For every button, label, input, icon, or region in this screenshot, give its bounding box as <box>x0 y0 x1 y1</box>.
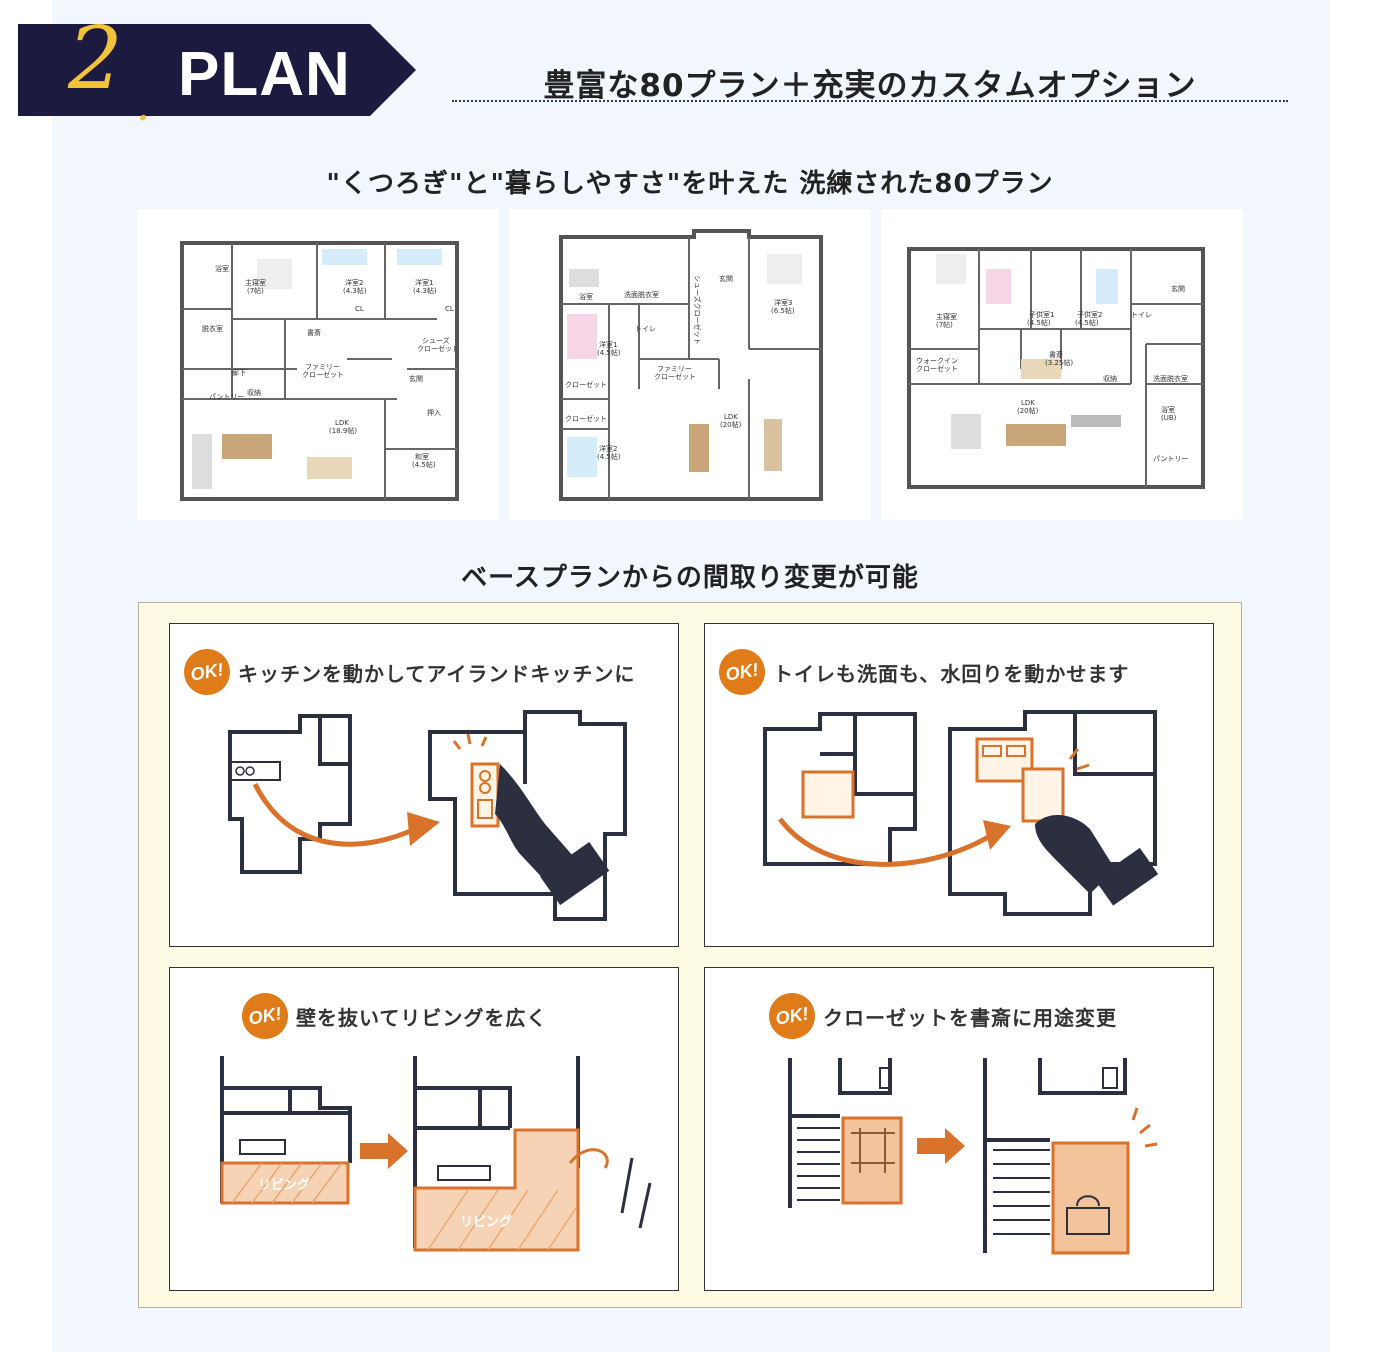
living-label-before: リビング <box>258 1177 310 1193</box>
room-label: (7帖) <box>936 320 953 329</box>
option-card-title: キッチンを動かしてアイランドキッチンに <box>238 661 636 686</box>
page-headline: 豊富な80プラン＋充実のカスタムオプション <box>543 68 1197 104</box>
room-label: (4.3帖) <box>413 286 437 295</box>
option-card-kitchen: OK! キッチンを動かしてアイランドキッチンに <box>169 623 679 947</box>
room-label: (4.5帖) <box>597 452 621 461</box>
room-label: トイレ <box>1131 311 1152 319</box>
option-card-water: OK! トイレも洗面も、水回りを動かせます <box>704 623 1214 947</box>
room-label: クローゼット <box>302 370 344 379</box>
room-label: シューズ <box>422 336 450 345</box>
room-label: 洋室1 <box>599 340 617 349</box>
option-card-study: OK! クローゼットを書斎に用途変更 <box>704 967 1214 1291</box>
option-card-title: クローゼットを書斎に用途変更 <box>823 1005 1117 1030</box>
floor-plan-3: 主寝室 (7帖) 子供室1 (4.5帖) 子供室2 (4.5帖) トイレ 玄関 … <box>881 209 1243 520</box>
room-label: 洋室2 <box>345 278 363 287</box>
option-card-living: リビング リビング OK! 壁を抜いてリビングを広く <box>169 967 679 1291</box>
room-label: クローゼット <box>565 380 607 389</box>
banner-arrow-shape <box>18 24 416 116</box>
room-label: 廊下 <box>232 368 246 377</box>
room-label: 洋室1 <box>415 278 433 287</box>
plan-1-labels: 浴室 主寝室 (7帖) 洋室2 (4.3帖) 洋室1 (4.3帖) 脱衣室 書斎… <box>202 264 459 469</box>
option-card-header: OK! キッチンを動かしてアイランドキッチンに <box>180 645 636 699</box>
room-label: (3.25帖) <box>1045 358 1073 367</box>
ok-badge: OK! <box>765 989 819 1043</box>
room-label: (20帖) <box>1017 406 1039 415</box>
living-expand-illustration: リビング リビング <box>220 1056 652 1252</box>
room-label: (7帖) <box>247 286 264 295</box>
room-label: 洗面脱衣室 <box>1153 374 1188 383</box>
banner-word: PLAN <box>178 40 351 109</box>
ok-badge: OK! <box>180 645 234 699</box>
room-label: トイレ <box>635 325 656 333</box>
room-label: パントリー <box>209 393 244 401</box>
room-label: 浴室 <box>215 264 229 273</box>
room-label: ファミリー <box>657 365 692 373</box>
room-label: パントリー <box>1153 455 1188 463</box>
section-banner: 2 . PLAN <box>18 16 418 128</box>
room-label: 子供室2 <box>1077 310 1102 319</box>
room-label: (4.5帖) <box>1027 318 1051 327</box>
room-label: (18.9帖) <box>329 426 357 435</box>
floor-plan-2: 浴室 洗面脱衣室 シューズクローゼット 玄関 洋室3 (6.5帖) 洋室1 (4… <box>509 209 871 520</box>
room-label: 収納 <box>247 388 261 397</box>
room-label: 洋室3 <box>774 298 792 307</box>
room-label: 書斎 <box>1049 350 1063 359</box>
room-label: 玄関 <box>409 374 423 383</box>
room-label: 玄関 <box>1171 284 1185 293</box>
living-label-after: リビング <box>460 1214 512 1230</box>
water-move-illustration <box>763 710 1159 916</box>
floor-plan-1: 浴室 主寝室 (7帖) 洋室2 (4.3帖) 洋室1 (4.3帖) 脱衣室 書斎… <box>137 209 499 520</box>
room-label: CL <box>445 305 454 313</box>
room-label: ウォークイン <box>916 357 958 365</box>
room-label: シューズクローゼット <box>693 275 702 345</box>
plan-2-labels: 浴室 洗面脱衣室 シューズクローゼット 玄関 洋室3 (6.5帖) 洋室1 (4… <box>565 274 795 461</box>
room-label: 洗面脱衣室 <box>624 290 659 299</box>
layout-options-panel: OK! キッチンを動かしてアイランドキッチンに OK! トイレも <box>138 602 1242 1308</box>
plans-subheading: "くつろぎ"と"暮らしやすさ"を叶えた 洗練された80プラン <box>326 169 1054 199</box>
room-label: (4.3帖) <box>343 286 367 295</box>
room-label: LDK <box>1021 399 1035 407</box>
banner-number: 2 <box>68 9 123 109</box>
room-label: LDK <box>724 413 738 421</box>
room-label: 主寝室 <box>936 312 957 321</box>
room-label: (4.5帖) <box>1075 318 1099 327</box>
room-label: (4.5帖) <box>597 348 621 357</box>
room-label: (6.5帖) <box>771 306 795 315</box>
room-label: 和室 <box>415 452 429 461</box>
option-card-header: OK! トイレも洗面も、水回りを動かせます <box>715 645 1130 699</box>
room-label: 収納 <box>1103 374 1117 383</box>
room-label: LDK <box>335 419 349 427</box>
ok-badge: OK! <box>715 645 769 699</box>
room-label: CL <box>355 305 364 313</box>
plan-3-labels: 主寝室 (7帖) 子供室1 (4.5帖) 子供室2 (4.5帖) トイレ 玄関 … <box>916 284 1188 463</box>
banner-dot: . <box>136 80 150 131</box>
room-label: クローゼット <box>565 414 607 423</box>
room-label: (UB) <box>1161 414 1177 422</box>
closet-to-study-illustration <box>788 1058 1158 1255</box>
room-label: 押入 <box>427 408 441 417</box>
room-label: (20帖) <box>720 420 742 429</box>
option-card-title: 壁を抜いてリビングを広く <box>296 1005 548 1030</box>
room-label: クローゼット <box>654 372 696 381</box>
room-label: 洋室2 <box>599 444 617 453</box>
room-label: クローゼット <box>916 364 958 373</box>
headline-dotted-rule <box>452 100 1288 102</box>
room-label: 子供室1 <box>1029 310 1054 319</box>
option-card-header: OK! クローゼットを書斎に用途変更 <box>765 989 1117 1043</box>
room-label: (4.5帖) <box>412 460 436 469</box>
kitchen-move-illustration <box>228 710 627 921</box>
ok-badge: OK! <box>238 989 292 1043</box>
room-label: クローゼット <box>417 344 459 353</box>
room-label: 玄関 <box>719 274 733 283</box>
room-label: 書斎 <box>307 328 321 337</box>
layout-change-subheading: ベースプランからの間取り変更が可能 <box>461 563 919 593</box>
room-label: 浴室 <box>1161 405 1175 414</box>
option-card-header: OK! 壁を抜いてリビングを広く <box>238 989 548 1043</box>
room-label: ファミリー <box>305 363 340 371</box>
option-card-title: トイレも洗面も、水回りを動かせます <box>773 661 1130 686</box>
room-label: 脱衣室 <box>202 324 223 333</box>
room-label: 浴室 <box>579 292 593 301</box>
room-label: 主寝室 <box>245 278 266 287</box>
